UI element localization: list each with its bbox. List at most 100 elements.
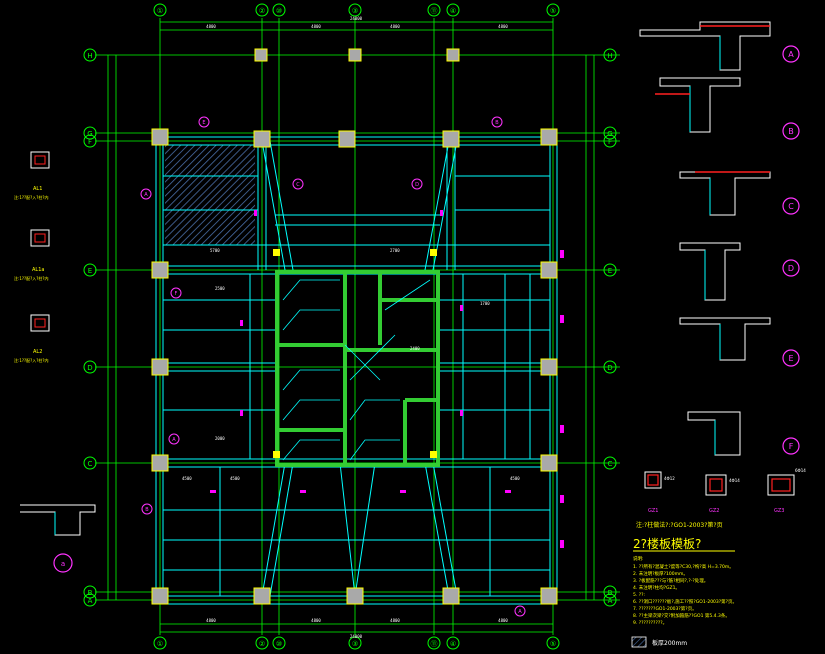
plan-callouts: [140, 116, 526, 617]
bottom-axis-5: ⑤: [550, 640, 556, 648]
top-total-dim: 24000: [350, 16, 363, 21]
left-detail-2: AL1a 注:1??配?入?柱?内: [14, 229, 50, 281]
core-inner-lines: [282, 279, 431, 461]
section-d-label: D: [788, 264, 794, 273]
left-detail-1: AL1 注:1??配?入?柱?内: [14, 151, 50, 200]
gz-note: 注:?柱做法?:?GO1-2003?第?页: [636, 521, 723, 529]
callout-e: E: [202, 120, 205, 126]
bottom-dim-2: 4800: [311, 618, 321, 623]
right-axis-b: B: [608, 589, 613, 597]
gz3-label: GZ3: [774, 508, 784, 514]
left-detail-1-title: AL1: [33, 186, 42, 192]
left-axis-f: F: [88, 138, 92, 146]
top-axis-10: ⑩: [276, 7, 282, 15]
top-axis-bubbles: [153, 3, 560, 650]
top-axis-1: ①: [157, 7, 163, 15]
right-axis-c: C: [608, 460, 613, 468]
note-line-7: 7. ???????GO1-2003?第?页。: [633, 605, 697, 612]
note-line-3: 3. ?板配筋???与?筋?相同?,?-?处理。: [633, 577, 708, 584]
section-a-label: A: [788, 50, 794, 59]
right-axis-h: H: [607, 52, 612, 60]
right-axis-a: A: [608, 597, 613, 605]
left-section-a: a: [20, 504, 96, 573]
left-axis-d: D: [87, 364, 92, 372]
notes-heading: 说明:: [633, 555, 644, 562]
callout-a-left: A: [144, 192, 148, 198]
top-axis-3: ③: [352, 7, 358, 15]
note-line-1: 1. ??所有?混凝土?度等?C30,?构?高 H=3.70m。: [633, 563, 734, 570]
gz1-spec: 4Φ12: [664, 476, 675, 481]
hatched-slab-area: [165, 145, 255, 245]
top-axis-5: ⑤: [550, 7, 556, 15]
right-section-rebar: [689, 36, 721, 455]
plan-dim-4: 4500: [230, 476, 240, 481]
plan-dim-3: 4500: [182, 476, 192, 481]
plan-dim-7: 2500: [215, 286, 225, 291]
note-line-4: 4. 未注明?柱均?GZ1。: [633, 584, 680, 591]
bottom-dim-4: 4800: [498, 618, 508, 623]
gz2-label: GZ2: [709, 508, 719, 514]
gz-sections: [644, 471, 795, 496]
bottom-axis-10: ⑩: [276, 640, 282, 648]
right-sections: [639, 21, 771, 456]
bottom-dim-3: 4800: [390, 618, 400, 623]
left-axis-h: H: [87, 52, 92, 60]
section-f-label: F: [789, 442, 794, 451]
bottom-dim-1: 4800: [206, 618, 216, 623]
left-detail-3: AL2 注:1??配?入?柱?内: [14, 314, 50, 363]
note-line-8: 8. ??主梁次梁?交?附加箍筋??GO1 第5.4.3条。: [633, 612, 730, 619]
callout-f: F: [175, 291, 178, 297]
callout-d: D: [415, 182, 419, 188]
callout-a-lower: A: [172, 437, 176, 443]
gz1-label: GZ1: [648, 508, 658, 514]
axis-grid: [95, 18, 620, 635]
left-section-a-label: a: [61, 560, 65, 568]
left-detail-2-note: 注:1??配?入?柱?内: [14, 275, 49, 281]
note-line-5: 5. ??:: [633, 592, 645, 598]
plan-dim-6: 1700: [480, 301, 490, 306]
gz3-spec: 6Φ14: [795, 468, 806, 473]
right-section-red-bars: [655, 25, 770, 173]
right-axis-d: D: [607, 364, 612, 372]
left-detail-3-note: 注:1??配?入?柱?内: [14, 357, 49, 363]
bottom-axis-11: ⑪: [431, 640, 438, 648]
top-dim-4: 4800: [498, 24, 508, 29]
left-axis-e: E: [88, 267, 92, 275]
right-section-bubbles: [782, 45, 800, 455]
plan-dim-1: 5700: [210, 248, 220, 253]
left-detail-2-title: AL1a: [32, 267, 44, 273]
section-c-label: C: [788, 202, 794, 211]
callout-a-bottom: A: [518, 609, 522, 615]
slab-legend-swatch: [631, 636, 647, 648]
bottom-axis-2: ②: [259, 640, 265, 648]
callout-c: C: [296, 182, 300, 188]
bottom-axis-3: ③: [352, 640, 358, 648]
slab-legend-label: 板厚200mm: [652, 639, 687, 647]
note-line-2: 2. 未注明?板厚?100mm。: [633, 570, 688, 577]
plan-dim-2: 2700: [390, 248, 400, 253]
left-detail-3-title: AL2: [33, 349, 42, 355]
left-axis-g: G: [87, 130, 92, 138]
column-layer: [151, 48, 558, 605]
top-dim-2: 4800: [311, 24, 321, 29]
top-axis-2: ②: [259, 7, 265, 15]
left-axis-a: A: [88, 597, 93, 605]
left-detail-1-note: 注:1??配?入?柱?内: [14, 194, 49, 200]
gz2-spec: 4Φ14: [729, 478, 740, 483]
bottom-total-dim: 24000: [350, 634, 363, 639]
callout-b-lower: B: [145, 507, 149, 513]
section-e-label: E: [788, 354, 793, 363]
left-axis-b: B: [88, 589, 93, 597]
right-axis-f: F: [608, 138, 612, 146]
plan-dim-9: 2000: [215, 436, 225, 441]
right-axis-e: E: [608, 267, 612, 275]
core-columns: [273, 249, 437, 458]
section-b-label: B: [788, 127, 794, 136]
bottom-axis-4: ④: [450, 640, 456, 648]
top-dim-1: 4800: [206, 24, 216, 29]
top-axis-4: ④: [450, 7, 456, 15]
side-axis-bubbles: [83, 48, 617, 607]
bottom-axis-1: ①: [157, 640, 163, 648]
top-dim-3: 4800: [390, 24, 400, 29]
